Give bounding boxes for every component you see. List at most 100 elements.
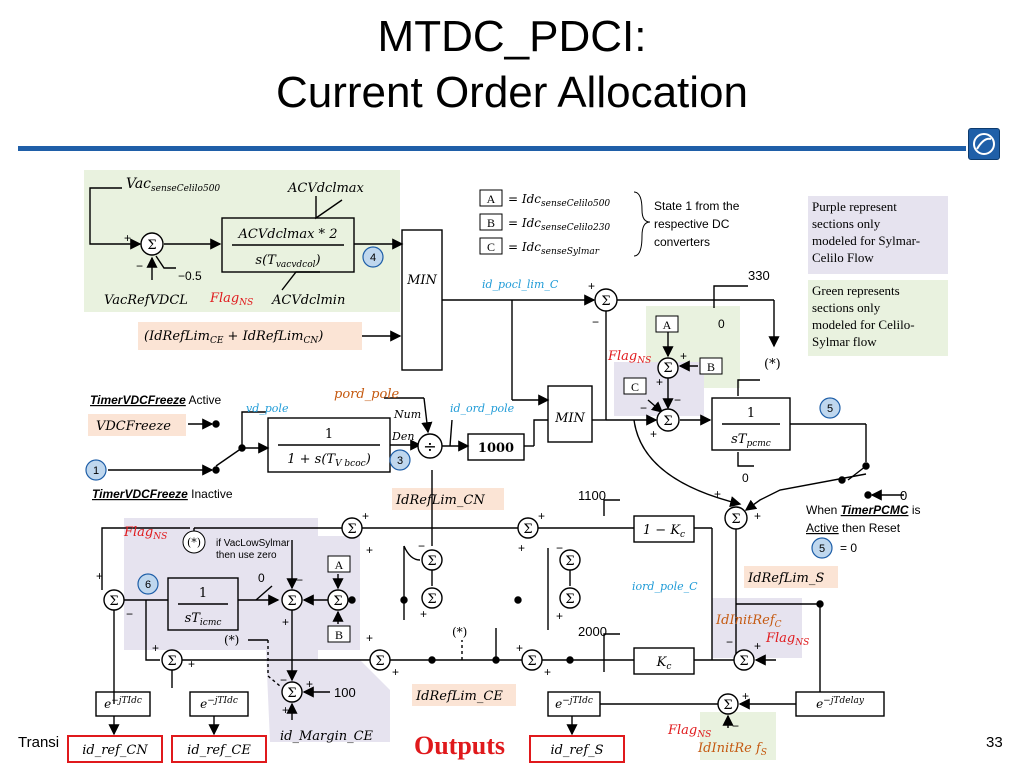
legend-b-eq: = IdcsenseCelilo230: [508, 216, 610, 233]
green-note-line: sections only: [812, 300, 881, 315]
timer-active-label: TimerVDCFreeze Active: [90, 393, 222, 407]
delay-s: e−jTIdc: [555, 696, 593, 711]
sum-node: Σ: [287, 686, 296, 701]
flag-ns-mid: FlagNS: [607, 349, 651, 366]
sum-node: Σ: [601, 294, 610, 309]
box-b-bottom: [327, 625, 351, 643]
badge-5-text: 5: [827, 403, 833, 415]
svg-text:+: +: [152, 641, 159, 655]
sum-node: Σ: [427, 554, 436, 569]
gain-1000: 1000: [478, 441, 514, 456]
output-ce-box: [171, 735, 267, 763]
green-note-bg: [808, 280, 948, 356]
gain-label: −0.5: [178, 269, 202, 283]
svg-text:+: +: [538, 509, 545, 523]
legend-c-eq: = IdcsenseSylmar: [508, 240, 600, 257]
den-label: Den: [391, 430, 414, 443]
delay-cn: e−jTIdc: [104, 696, 142, 711]
svg-text:+: +: [420, 607, 427, 621]
acv-max-label: ACVdclmax: [287, 181, 365, 196]
sum-node: Σ: [427, 592, 436, 607]
state-note-line: respective DC: [654, 217, 730, 231]
limit-zero-a: 0: [718, 317, 725, 331]
green-note-line: Green represents: [812, 283, 900, 298]
sum-node: Σ: [147, 238, 156, 253]
min-block-2: MIN: [554, 411, 585, 426]
svg-text:−: −: [418, 539, 425, 553]
svg-text:+: +: [656, 375, 663, 389]
svg-text:−: −: [136, 259, 143, 273]
star-note-3: (*): [452, 625, 467, 639]
badge-1: [85, 459, 107, 481]
svg-text:A: A: [487, 192, 496, 206]
sum-node: Σ: [565, 554, 574, 569]
timer-inactive-label: TimerVDCFreeze Inactive: [92, 487, 233, 501]
legend-box-a: [479, 189, 503, 207]
gain-one-minus-kc: 1 − Kc: [643, 523, 685, 540]
flag-ns-right: FlagNS: [765, 631, 809, 648]
badge-5: [819, 397, 841, 419]
vd-pole-label: vd_pole: [246, 402, 289, 415]
box-b-bottom-text: B: [335, 628, 343, 642]
globe-icon: [973, 133, 995, 155]
vdcfreeze-label: VDCFreeze: [96, 419, 171, 434]
box-b-mid-text: B: [707, 360, 715, 374]
svg-text:+: +: [544, 665, 551, 679]
svg-text:+: +: [516, 641, 523, 655]
title-rule: [18, 146, 966, 151]
id-ord-pole-label: id_ord_pole: [450, 402, 515, 415]
filter-numerator: 1: [325, 427, 333, 442]
legend: A = IdcsenseCelilo500 B = IdcsenseCelilo…: [479, 189, 740, 257]
legend-a-eq: = IdcsenseCelilo500: [508, 192, 610, 209]
output-cn-box: [67, 735, 163, 763]
svg-text:−: −: [592, 315, 599, 329]
sum-node: Σ: [723, 698, 732, 713]
limit-zero-c: 0: [258, 571, 265, 585]
svg-text:+: +: [96, 569, 103, 583]
state-note-line: State 1 from the: [654, 199, 740, 213]
sum-node: Σ: [375, 654, 384, 669]
state-note-line: converters: [654, 235, 710, 249]
svg-text:+: +: [188, 657, 195, 671]
sum-node: Σ: [109, 594, 118, 609]
sum-node: Σ: [167, 654, 176, 669]
pcmc-denominator: sTpcmc: [731, 432, 771, 449]
legend-box-c: [479, 237, 503, 255]
sum-node: Σ: [663, 414, 672, 429]
svg-text:−: −: [556, 541, 563, 555]
badge-4-text: 4: [370, 252, 376, 264]
vaclow-note: then use zero: [216, 550, 277, 561]
delay-block: e−jTdelay: [816, 696, 865, 711]
sum-node: Σ: [347, 522, 356, 537]
badge-6-text: 6: [145, 579, 151, 591]
svg-text:−: −: [126, 607, 133, 621]
peach-idref-sum: [138, 322, 362, 350]
green-region-bottom: [700, 712, 776, 760]
delay-ce: e−jTIdc: [200, 696, 238, 711]
svg-text:+: +: [366, 543, 373, 557]
vaclow-note: if VacLowSylmar: [216, 538, 290, 549]
idreflim-cn-label: IdRefLim_CN: [395, 493, 485, 508]
when-eq: = 0: [840, 541, 857, 555]
sum-node: Σ: [565, 592, 574, 607]
svg-text:−: −: [280, 673, 287, 687]
svg-text:+: +: [588, 279, 595, 293]
id-margin-label: id_Margin_CE: [280, 729, 374, 744]
gain-kc: Kc: [656, 655, 672, 672]
slide-title-line1: MTDC_PDCI:: [377, 12, 647, 61]
output-ce: id_ref_CE: [187, 743, 251, 758]
outputs-label: Outputs: [414, 731, 505, 760]
purple-region-right: [712, 598, 802, 658]
vacref-label: VacRefVDCL: [104, 293, 188, 308]
svg-text:+: +: [282, 615, 289, 629]
svg-text:+: +: [556, 609, 563, 623]
svg-text:+: +: [124, 231, 131, 245]
purple-region-bottom: [124, 518, 390, 742]
svg-text:+: +: [754, 639, 761, 653]
svg-text:+: +: [650, 427, 657, 441]
when-badge-5: [811, 537, 833, 559]
limit-zero-b: 0: [742, 471, 749, 485]
purple-note-line: sections only: [812, 216, 881, 231]
min-block-1: MIN: [406, 273, 437, 288]
box-c-mid: [623, 377, 647, 395]
